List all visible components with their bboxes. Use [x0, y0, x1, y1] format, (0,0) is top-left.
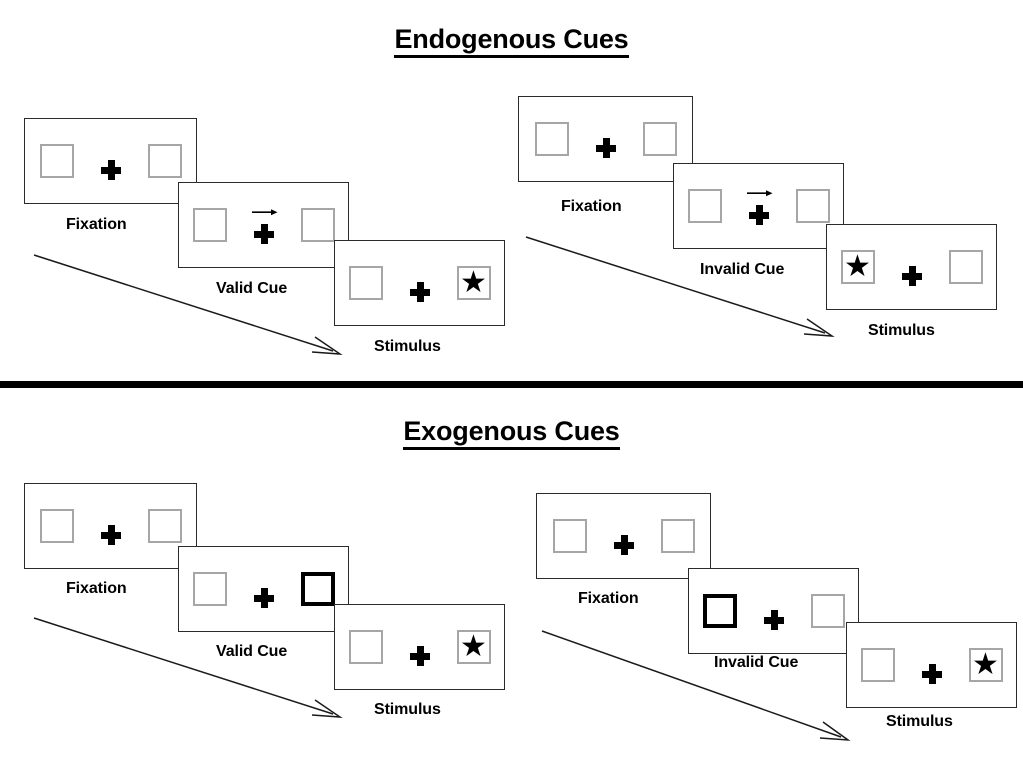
panel-content: ★	[335, 605, 504, 689]
caption-exogenous-valid-fixation: Fixation	[66, 580, 127, 597]
placeholder-box-right-cued	[300, 572, 335, 606]
caption-endogenous-valid-stimulus: Stimulus	[374, 338, 441, 355]
placeholder-box-left	[348, 630, 383, 664]
panel-endogenous-invalid-stimulus: ★	[826, 224, 997, 310]
placeholder-box-right	[948, 250, 983, 284]
fixation-centre	[249, 570, 279, 608]
placeholder-box-right	[300, 208, 335, 242]
plus-cross-icon	[901, 266, 922, 286]
placeholder-box-left-target: ★	[840, 249, 875, 284]
placeholder-box-right	[147, 509, 182, 543]
placeholder-box-left-cued	[702, 594, 737, 628]
fixation-centre	[405, 628, 435, 666]
section-divider	[0, 381, 1023, 388]
caption-endogenous-invalid-stimulus: Stimulus	[868, 322, 935, 339]
fixation-centre	[96, 507, 126, 545]
panel-content: ★	[335, 241, 504, 325]
panel-content	[519, 97, 692, 181]
panel-exogenous-invalid-fixation	[536, 493, 711, 579]
section-title-exogenous-text: Exogenous Cues	[403, 416, 620, 450]
star-icon: ★	[460, 265, 487, 299]
panel-content	[179, 547, 348, 631]
caption-exogenous-invalid-cue: Invalid Cue	[714, 654, 799, 671]
plus-cross-icon	[921, 664, 942, 684]
placeholder-box-left	[552, 519, 587, 553]
placeholder-box-left	[534, 122, 569, 156]
panel-content: ★	[847, 623, 1016, 707]
panel-content	[179, 183, 348, 267]
fixation-centre	[917, 646, 947, 684]
panel-endogenous-valid-stimulus: ★	[334, 240, 505, 326]
placeholder-box-left	[192, 208, 227, 242]
fixation-centre	[405, 264, 435, 302]
plus-cross-icon	[100, 525, 121, 545]
plus-cross-icon	[595, 138, 616, 158]
panel-content	[25, 119, 196, 203]
panel-endogenous-invalid-fixation	[518, 96, 693, 182]
plus-cross-icon	[613, 535, 634, 555]
plus-cross-icon	[763, 610, 784, 630]
placeholder-box-right-target: ★	[968, 647, 1003, 682]
caption-exogenous-invalid-fixation: Fixation	[578, 590, 639, 607]
panel-content	[674, 164, 843, 248]
placeholder-box-left	[860, 648, 895, 682]
panel-endogenous-valid-fixation	[24, 118, 197, 204]
panel-endogenous-invalid-cue	[673, 163, 844, 249]
caption-exogenous-invalid-stimulus: Stimulus	[886, 713, 953, 730]
placeholder-box-right-target: ★	[456, 629, 491, 664]
plus-cross-icon	[409, 282, 430, 302]
star-icon: ★	[844, 249, 871, 283]
arrow-right-icon	[746, 190, 772, 197]
placeholder-box-left	[192, 572, 227, 606]
fixation-centre-with-cue	[744, 187, 774, 225]
caption-endogenous-valid-fixation: Fixation	[66, 216, 127, 233]
panel-exogenous-valid-fixation	[24, 483, 197, 569]
caption-endogenous-invalid-fixation: Fixation	[561, 198, 622, 215]
diagonal-arrow-icon-endogenous-invalid	[525, 236, 835, 337]
placeholder-box-right	[810, 594, 845, 628]
section-title-endogenous-text: Endogenous Cues	[394, 24, 629, 58]
plus-cross-icon	[100, 160, 121, 180]
placeholder-box-left	[39, 144, 74, 178]
fixation-centre-with-cue	[249, 206, 279, 244]
caption-exogenous-valid-cue: Valid Cue	[216, 643, 288, 660]
panel-content	[689, 569, 858, 653]
panel-exogenous-valid-cue	[178, 546, 349, 632]
section-title-exogenous: Exogenous Cues	[0, 416, 1023, 450]
plus-cross-icon	[253, 588, 274, 608]
panel-content	[25, 484, 196, 568]
placeholder-box-right	[660, 519, 695, 553]
fixation-centre	[96, 142, 126, 180]
plus-cross-icon	[409, 646, 430, 666]
caption-endogenous-invalid-cue: Invalid Cue	[700, 261, 785, 278]
caption-exogenous-valid-stimulus: Stimulus	[374, 701, 441, 718]
placeholder-box-right	[642, 122, 677, 156]
placeholder-box-left	[39, 509, 74, 543]
panel-exogenous-invalid-cue	[688, 568, 859, 654]
caption-endogenous-valid-cue: Valid Cue	[216, 280, 288, 297]
placeholder-box-left	[687, 189, 722, 223]
placeholder-box-right	[147, 144, 182, 178]
star-icon: ★	[972, 647, 999, 681]
plus-cross-icon	[253, 224, 274, 244]
placeholder-box-right	[795, 189, 830, 223]
panel-content: ★	[827, 225, 996, 309]
panel-exogenous-valid-stimulus: ★	[334, 604, 505, 690]
fixation-centre	[897, 248, 927, 286]
arrow-right-icon	[251, 209, 277, 216]
diagonal-arrow-icon-endogenous-valid	[33, 254, 343, 355]
panel-exogenous-invalid-stimulus: ★	[846, 622, 1017, 708]
panel-endogenous-valid-cue	[178, 182, 349, 268]
plus-cross-icon	[748, 205, 769, 225]
diagonal-arrow-icon-exogenous-valid	[33, 617, 343, 718]
star-icon: ★	[460, 629, 487, 663]
section-title-endogenous: Endogenous Cues	[0, 24, 1023, 58]
panel-content	[537, 494, 710, 578]
diagonal-arrow-icon-exogenous-invalid	[541, 630, 851, 741]
placeholder-box-right-target: ★	[456, 265, 491, 300]
fixation-centre	[609, 517, 639, 555]
placeholder-box-left	[348, 266, 383, 300]
fixation-centre	[591, 120, 621, 158]
fixation-centre	[759, 592, 789, 630]
